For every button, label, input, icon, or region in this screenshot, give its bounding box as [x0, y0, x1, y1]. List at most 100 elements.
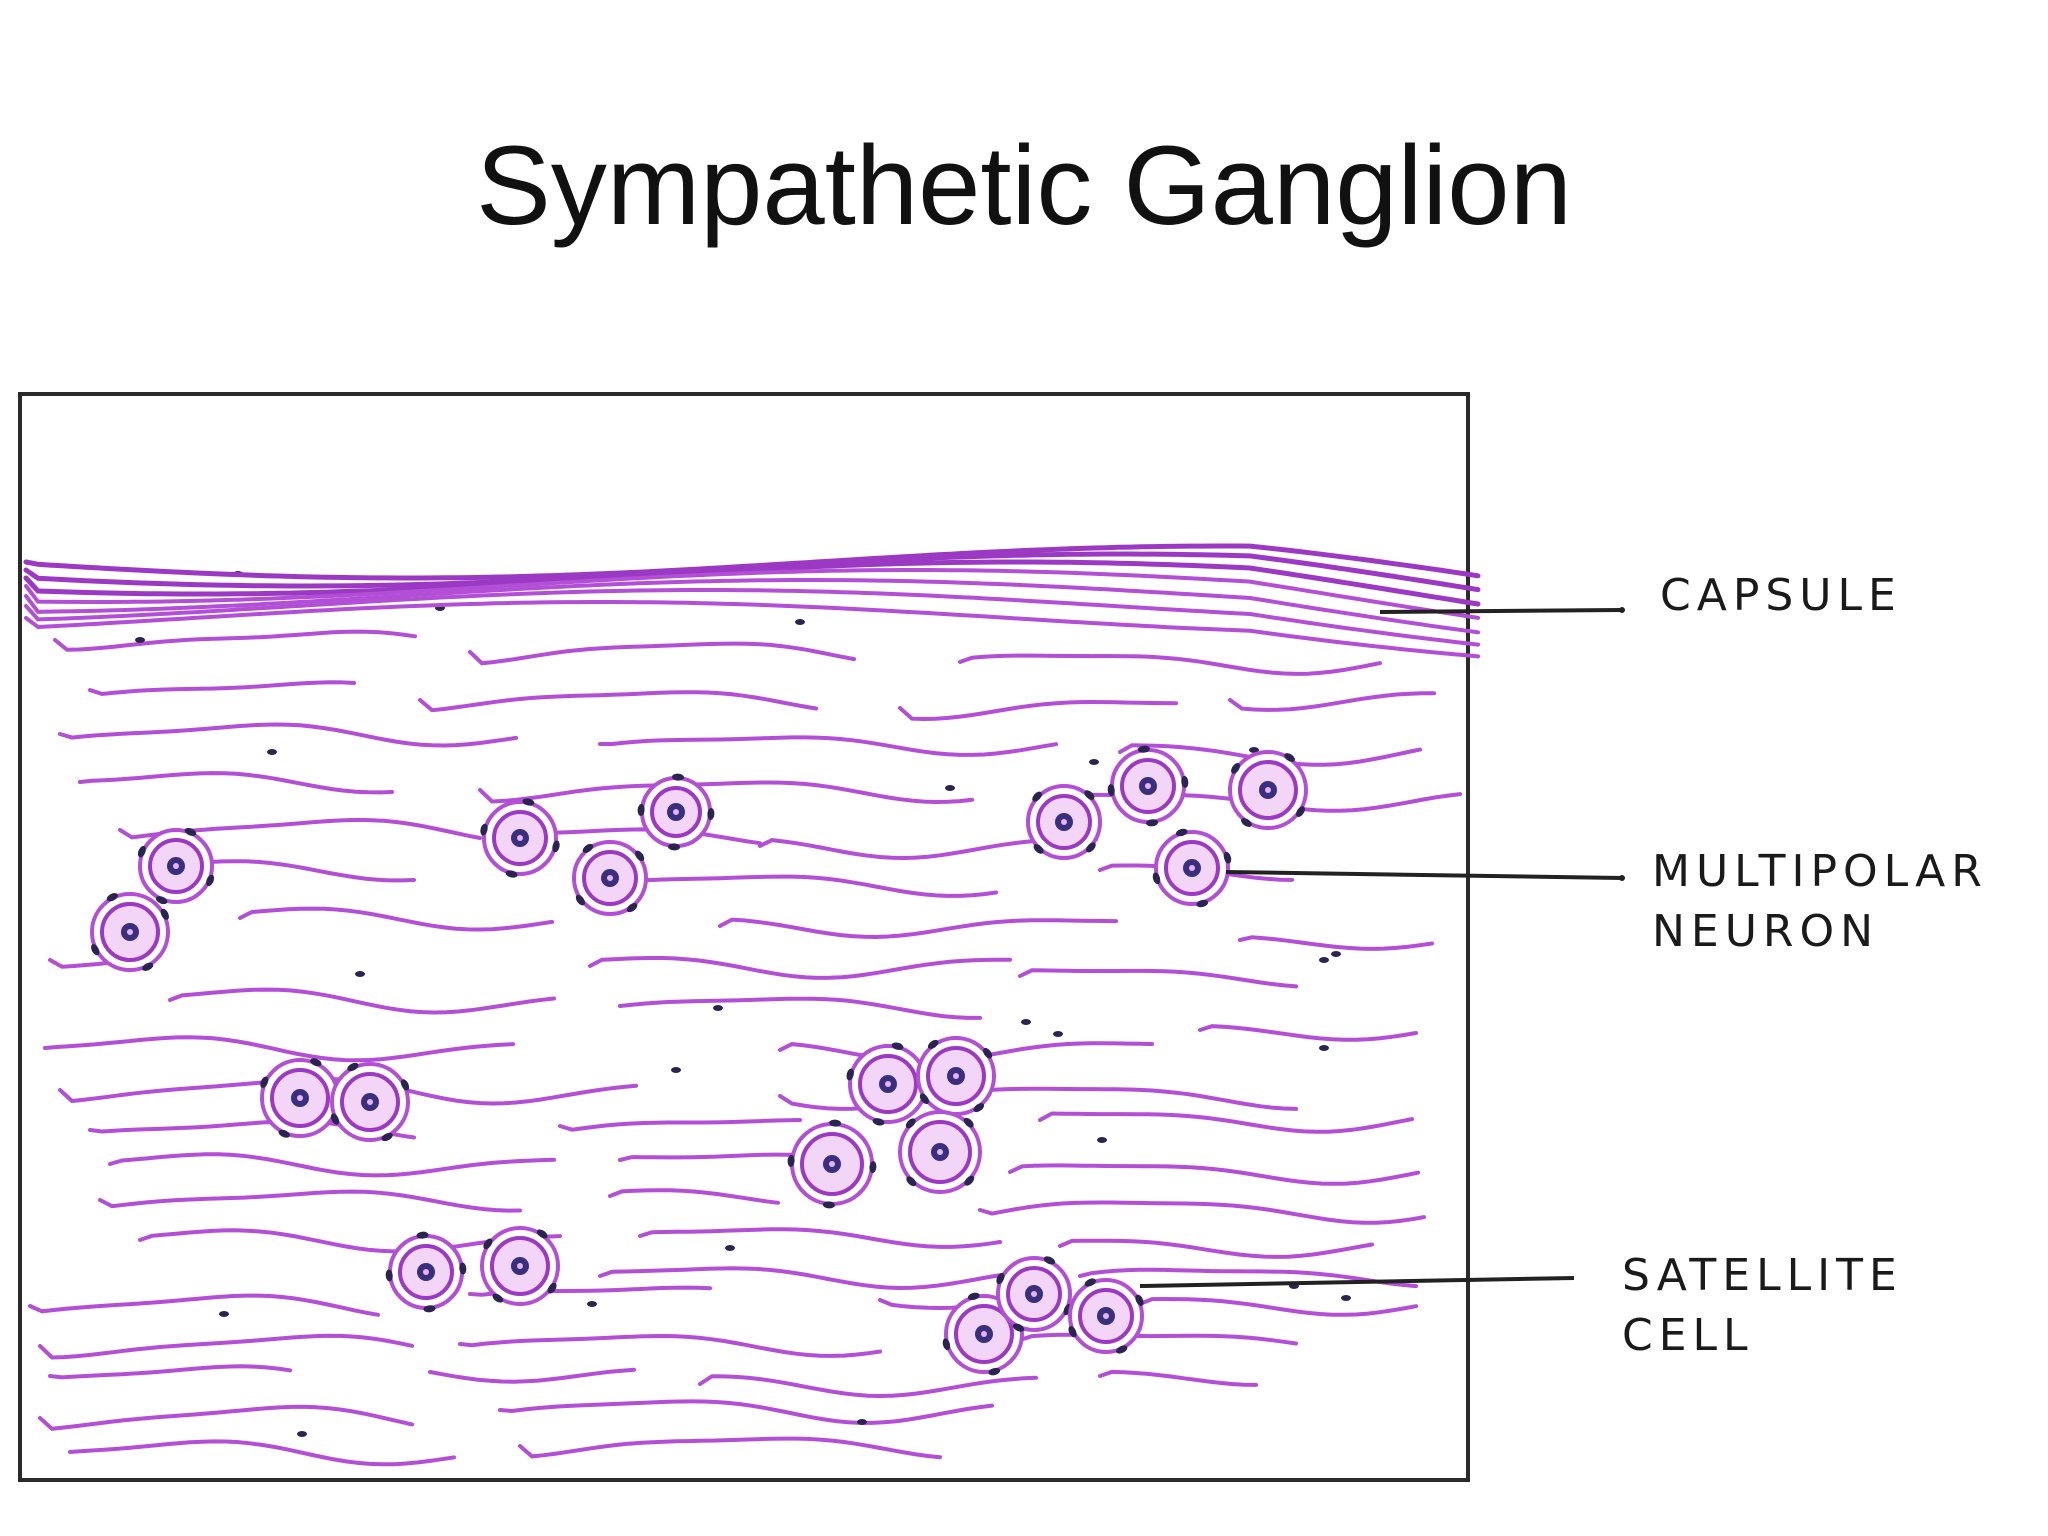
neuron-nucleolus [1103, 1313, 1109, 1319]
satellite-cell-nucleus [1231, 763, 1240, 774]
nerve-fiber [958, 653, 1382, 676]
satellite-cell-nucleus [483, 1238, 493, 1250]
satellite-cell-nucleus [1284, 753, 1295, 762]
slide-title: Sympathetic Ganglion [476, 123, 1572, 248]
fibroblast-nucleus [219, 1311, 229, 1317]
nerve-fiber [168, 987, 556, 1015]
neuron-nucleolus [953, 1073, 959, 1079]
nerve-fiber [598, 1266, 1022, 1291]
nerve-fiber-layer [28, 571, 1462, 1467]
satellite-cell-label-line-2: CELL [1622, 1310, 1754, 1361]
multipolar-neuron [787, 1119, 877, 1209]
fibroblast-nucleus [857, 1419, 867, 1425]
neuron-nucleolus [1145, 783, 1151, 789]
satellite-cell-nucleus [1146, 819, 1159, 827]
fibroblast-nucleus [1053, 1031, 1063, 1037]
satellite-cell-nucleus [582, 843, 594, 853]
satellite-cell-nucleus [822, 1201, 835, 1209]
multipolar-neuron [942, 1292, 1026, 1376]
satellite-cell-label: SATELLITE CELL [1622, 1246, 1903, 1366]
satellite-cell-nucleus [905, 1118, 916, 1129]
neuron-nucleolus [1189, 865, 1195, 871]
satellite-cell-nucleus [963, 1117, 974, 1128]
satellite-cell-nucleus [91, 944, 100, 956]
nerve-fiber [1038, 1111, 1414, 1134]
satellite-leader-line [1139, 1276, 1575, 1288]
multipolar-neuron [480, 798, 560, 878]
satellite-cell-nucleus [278, 1129, 290, 1138]
satellite-cell-nucleus [505, 870, 518, 878]
nerve-fiber [518, 1436, 942, 1460]
fibroblast-nucleus [587, 1301, 597, 1307]
nerve-fiber [1228, 691, 1436, 712]
fibroblast-nucleus [1319, 957, 1329, 963]
nerve-fiber [58, 722, 518, 748]
nerve-fiber [1008, 1163, 1420, 1186]
multipolar-neuron [846, 1042, 930, 1126]
multipolar-neuron [137, 827, 215, 905]
neuron-nucleolus [1265, 787, 1271, 793]
nerve-fiber [898, 699, 1178, 722]
capsule-label: CAPSULE [1660, 566, 1902, 626]
neuron-nucleolus [517, 835, 523, 841]
neuron-nucleolus [367, 1099, 373, 1105]
capsule-leader-dot [1619, 607, 1625, 613]
nerve-fiber [38, 1404, 414, 1431]
satellite-cell-nucleus [668, 843, 680, 851]
satellite-cell-nucleus [1107, 784, 1115, 797]
satellite-cell-nucleus [1032, 791, 1042, 802]
fibroblast-nucleus [1249, 747, 1259, 753]
satellite-cell-nucleus [1135, 1294, 1144, 1306]
satellite-cell-nucleus [787, 1154, 795, 1167]
nerve-fiber [28, 1293, 380, 1317]
satellite-cell-nucleus [1196, 899, 1209, 908]
satellite-cell-nucleus [385, 1269, 393, 1282]
satellite-cell-nucleus [310, 1058, 322, 1067]
nerve-fiber [88, 680, 356, 697]
neuron-nucleolus [517, 1263, 523, 1269]
nerve-fiber [518, 827, 762, 846]
satellite-cell-nucleus [1152, 872, 1161, 885]
nerve-fiber [43, 1035, 515, 1063]
neuron-nucleolus [1061, 819, 1067, 825]
satellite-cell-nucleus [1033, 844, 1044, 854]
nerve-fiber [1078, 1267, 1418, 1289]
multipolar-neuron [385, 1231, 467, 1313]
multipolar-neuron [1026, 784, 1102, 860]
fibroblast-nucleus [1089, 759, 1099, 765]
fibroblast-nucleus [297, 1431, 307, 1437]
satellite-cell-nucleus [260, 1076, 269, 1088]
satellite-cell-nucleus [869, 1161, 877, 1174]
satellite-cell-nucleus [1084, 1278, 1096, 1287]
satellite-cell-nucleus [381, 1132, 393, 1142]
nerve-fiber [98, 1189, 522, 1213]
capsule-leader-line [1379, 608, 1623, 614]
nerve-fiber [618, 996, 982, 1020]
multipolar-neuron [996, 1256, 1072, 1332]
satellite-cell-nucleus [967, 1292, 980, 1301]
neuron-nucleolus [297, 1095, 303, 1101]
nerve-fiber [698, 1374, 1038, 1399]
nerve-fiber [38, 1333, 414, 1360]
satellite-cell-nucleus [1084, 790, 1095, 800]
capsule-layer [23, 543, 1481, 659]
neuron-nucleolus [885, 1081, 891, 1087]
satellite-cell-nucleus [1223, 851, 1232, 864]
satellite-cell-nucleus [160, 908, 169, 920]
satellite-cell-nucleus [626, 903, 638, 913]
satellite-cell-nucleus [330, 1113, 340, 1125]
multipolar-neuron [260, 1058, 340, 1138]
nerve-fiber [1018, 968, 1298, 989]
satellite-cell-nucleus [137, 845, 146, 858]
nerve-fiber [418, 690, 818, 713]
fibroblast-nucleus [725, 1245, 735, 1251]
multipolar-neuron [480, 1226, 560, 1306]
nerve-fiber [468, 641, 856, 666]
satellite-cell-nucleus [480, 823, 488, 836]
multipolar-neuron [898, 1110, 982, 1194]
satellite-cell-nucleus [964, 1175, 975, 1186]
nerve-fiber [1018, 1332, 1298, 1346]
satellite-cell-nucleus [996, 1272, 1005, 1285]
satellite-cell-nucleus [1181, 775, 1189, 788]
